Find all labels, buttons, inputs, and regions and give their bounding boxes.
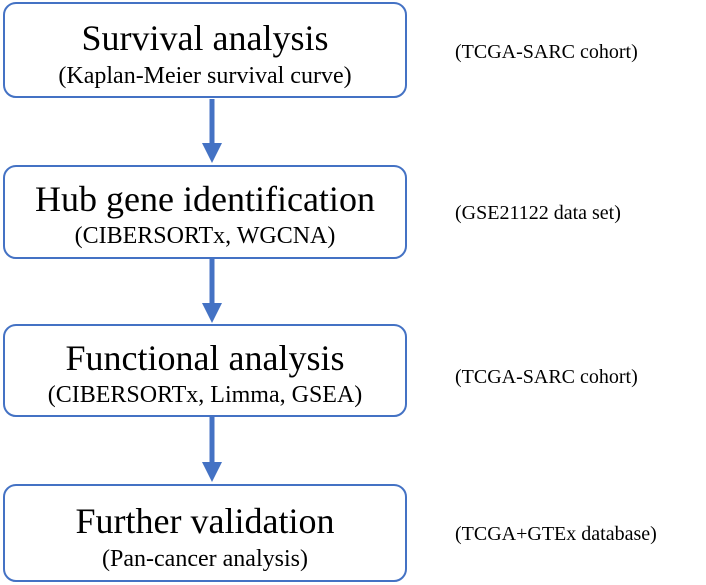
arrow-step1-to-step2 — [202, 99, 222, 163]
step-subtitle: (Pan-cancer analysis) — [102, 546, 308, 572]
step-data-source-note: (TCGA+GTEx database) — [455, 523, 657, 545]
step-title: Functional analysis — [65, 338, 345, 378]
step-box-functional: Functional analysis (CIBERSORTx, Limma, … — [3, 324, 407, 417]
arrow-step3-to-step4 — [202, 417, 222, 482]
step-subtitle: (CIBERSORTx, Limma, GSEA) — [47, 382, 363, 408]
step-subtitle: (Kaplan-Meier survival curve) — [58, 63, 352, 89]
step-title: Hub gene identification — [35, 179, 375, 219]
step-data-source-note: (TCGA-SARC cohort) — [455, 366, 638, 388]
step-box-survival: Survival analysis (Kaplan-Meier survival… — [3, 2, 407, 98]
step-box-further-validation: Further validation (Pan-cancer analysis) — [3, 484, 407, 582]
step-subtitle: (CIBERSORTx, WGCNA) — [74, 223, 336, 249]
arrow-step2-to-step3 — [202, 259, 222, 323]
step-title: Survival analysis — [81, 18, 329, 58]
step-data-source-note: (TCGA-SARC cohort) — [455, 41, 638, 63]
step-box-hub-gene: Hub gene identification (CIBERSORTx, WGC… — [3, 165, 407, 259]
step-title: Further validation — [75, 501, 335, 541]
step-data-source-note: (GSE21122 data set) — [455, 202, 621, 224]
